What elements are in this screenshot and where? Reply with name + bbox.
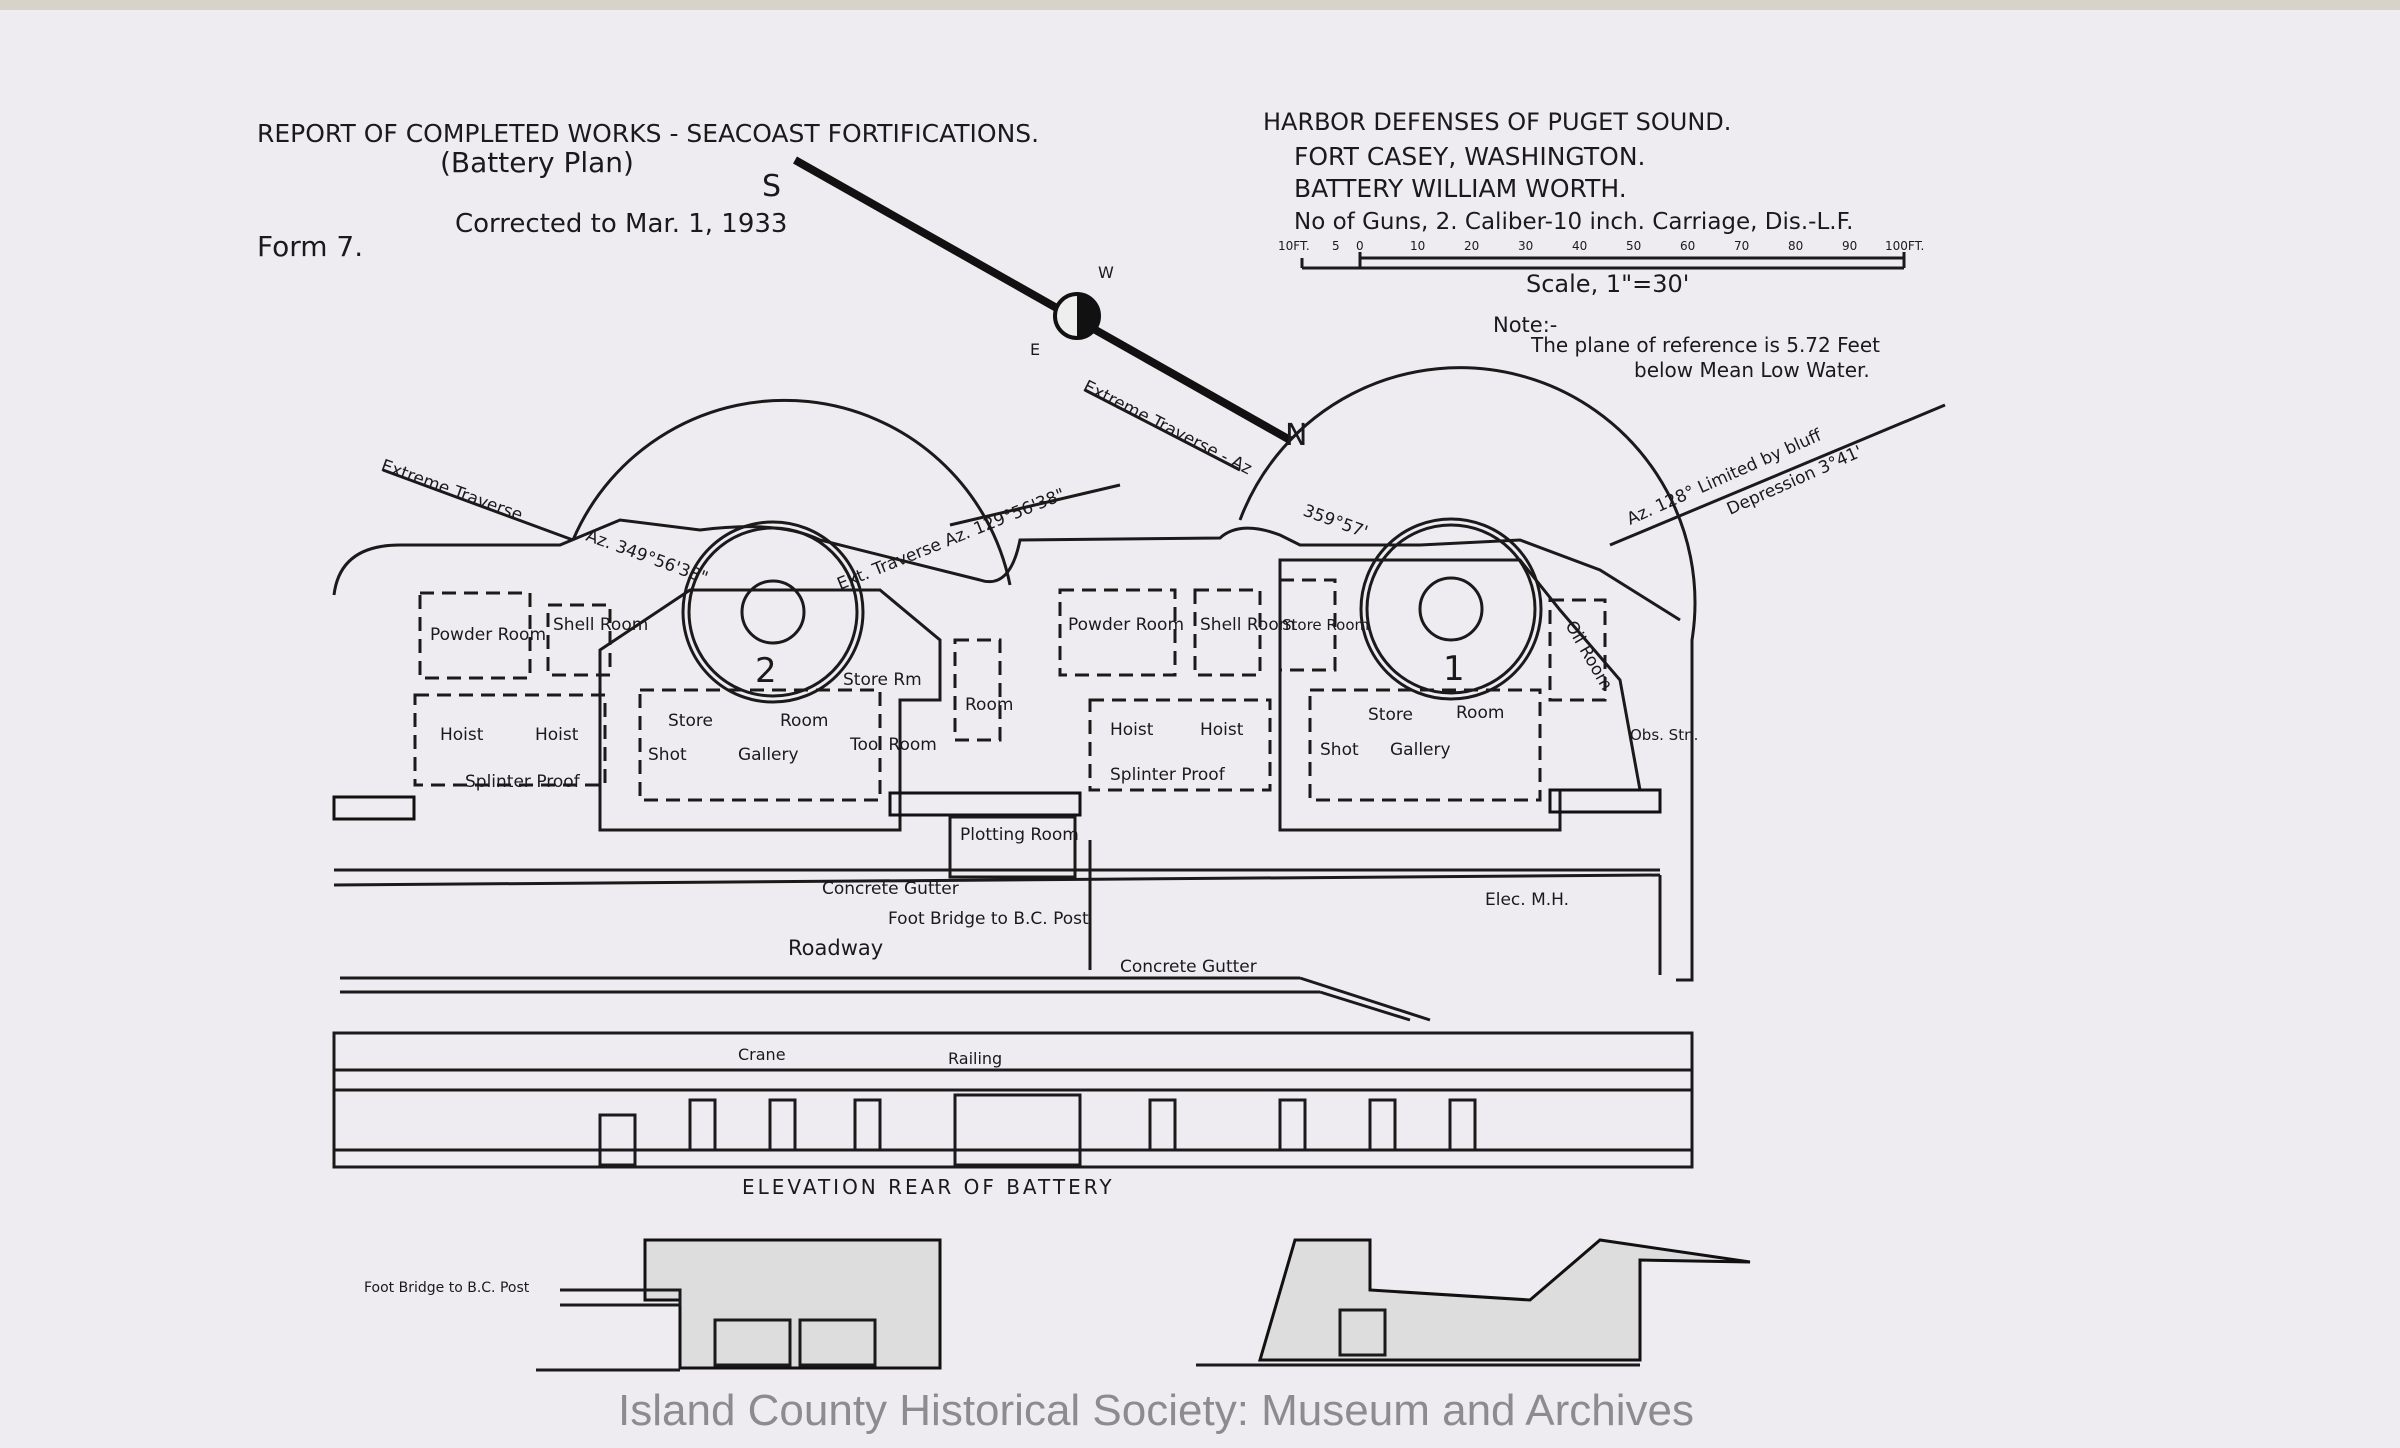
scale-label: Scale, 1"=30' [1526,270,1689,298]
svg-text:Shell Room: Shell Room [1200,615,1295,635]
svg-text:Gallery: Gallery [1390,740,1451,760]
svg-text:Shot: Shot [1320,740,1359,760]
section-foot-bridge-label: Foot Bridge to B.C. Post [364,1280,530,1296]
svg-text:Elec. M.H.: Elec. M.H. [1485,890,1569,910]
svg-text:30: 30 [1518,239,1533,253]
svg-text:20: 20 [1464,239,1479,253]
note-line-1: The plane of reference is 5.72 Feet [1530,333,1880,357]
svg-text:S: S [762,169,781,204]
svg-text:Store Rm: Store Rm [843,670,922,690]
svg-text:100FT.: 100FT. [1885,239,1924,253]
svg-text:Roadway: Roadway [788,936,883,960]
form-number: Form 7. [257,230,363,263]
scale-bar [1300,252,1906,270]
corrected-date: Corrected to Mar. 1, 1933 [455,209,787,239]
svg-text:Plotting Room: Plotting Room [960,825,1079,845]
harbor-defenses: HARBOR DEFENSES OF PUGET SOUND. [1263,108,1731,136]
report-subtitle: (Battery Plan) [440,146,634,179]
svg-text:Store: Store [1368,705,1413,725]
scale-ticks: 10FT. 5 0 10 20 30 40 50 60 70 80 90 100… [1278,239,1924,253]
report-title: REPORT OF COMPLETED WORKS - SEACOAST FOR… [257,119,1039,148]
battery-plan-outline [332,366,1946,1022]
svg-text:80: 80 [1788,239,1803,253]
fort-name: FORT CASEY, WASHINGTON. [1294,142,1646,171]
section-left [536,1238,942,1372]
svg-text:Shell Room: Shell Room [553,615,648,635]
svg-text:40: 40 [1572,239,1587,253]
guns-info: No of Guns, 2. Caliber-10 inch. Carriage… [1294,209,1853,235]
svg-text:Powder Room: Powder Room [430,625,546,645]
svg-text:E: E [1030,340,1040,359]
svg-text:Concrete Gutter: Concrete Gutter [1120,957,1257,977]
crane-label: Crane [738,1045,786,1064]
svg-text:Splinter Proof: Splinter Proof [1110,765,1226,785]
svg-text:Room: Room [780,711,828,731]
compass-icon: S N E W [762,156,1307,453]
svg-text:70: 70 [1734,239,1749,253]
svg-text:Room: Room [1456,703,1504,723]
svg-text:Hoist: Hoist [1200,720,1244,740]
svg-text:Hoist: Hoist [535,725,579,745]
elevation-title: ELEVATION REAR OF BATTERY [742,1175,1115,1199]
svg-text:Gallery: Gallery [738,745,799,765]
svg-text:10: 10 [1410,239,1425,253]
svg-text:90: 90 [1842,239,1857,253]
svg-text:Hoist: Hoist [440,725,484,745]
railing-label: Railing [948,1049,1002,1068]
note-line-2: below Mean Low Water. [1634,358,1870,382]
battery-name: BATTERY WILLIAM WORTH. [1294,174,1627,203]
svg-text:5: 5 [1332,239,1340,253]
svg-text:Concrete Gutter: Concrete Gutter [822,879,959,899]
svg-text:2: 2 [755,651,777,691]
svg-text:60: 60 [1680,239,1695,253]
svg-text:10FT.: 10FT. [1278,239,1310,253]
svg-text:Hoist: Hoist [1110,720,1154,740]
svg-text:Shot: Shot [648,745,687,765]
svg-text:Foot Bridge to B.C. Post: Foot Bridge to B.C. Post [888,909,1089,929]
watermark: Island County Historical Society: Museum… [618,1386,1694,1435]
svg-text:0: 0 [1356,239,1364,253]
note-title: Note:- [1493,313,1557,337]
svg-text:1: 1 [1443,649,1465,689]
svg-text:Store Room: Store Room [1282,616,1369,634]
svg-text:W: W [1098,263,1114,282]
svg-text:Powder Room: Powder Room [1068,615,1184,635]
svg-text:50: 50 [1626,239,1641,253]
section-right [1196,1238,1751,1367]
svg-text:Tool Room: Tool Room [849,735,937,755]
elevation-drawing [332,1031,1694,1169]
svg-text:Splinter Proof: Splinter Proof [465,772,581,792]
svg-text:Store: Store [668,711,713,731]
svg-text:Obs. Stn.: Obs. Stn. [1630,726,1698,744]
svg-text:Room: Room [965,695,1013,715]
